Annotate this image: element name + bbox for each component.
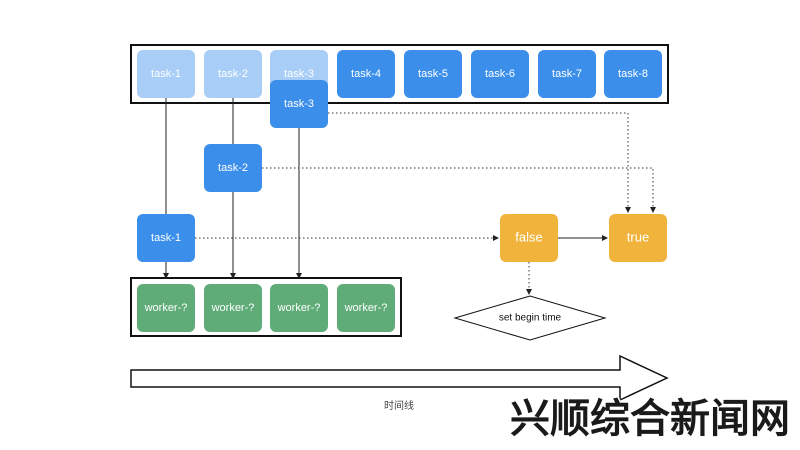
queue-task: task-5 [404,50,462,98]
timeline-arrow [130,354,669,402]
worker-label: worker-? [211,302,255,314]
dispatched-task-1-label: task-1 [151,232,181,244]
dispatched-task-3: task-3 [270,80,328,128]
decision-label: set begin time [499,313,562,324]
worker-box: worker-? [337,284,395,332]
queue-task-label: task-5 [418,68,448,80]
dotted-task-3-to-true [328,112,631,213]
dispatched-task-2: task-2 [204,144,262,192]
queue-task-label: task-4 [351,68,381,80]
queue-task: task-6 [471,50,529,98]
state-true: true [609,214,667,262]
state-false-label: false [515,229,542,244]
worker-box: worker-? [137,284,195,332]
queue-task-label: task-7 [552,68,582,80]
queue-task-label: task-8 [618,68,648,80]
timeline-label: 时间线 [384,399,414,412]
queue-task: task-2 [204,50,262,98]
queue-task-label: task-3 [284,68,314,80]
state-false: false [500,214,558,262]
queue-task-label: task-6 [485,68,515,80]
queue-task-label: task-1 [151,68,181,80]
queue-task: task-4 [337,50,395,98]
watermark: 兴顺综合新闻网 [510,396,790,442]
queue-task-label: task-2 [218,68,248,80]
dotted-task-2-to-true [262,167,656,213]
worker-label: worker-? [344,302,388,314]
dispatched-task-3-label: task-3 [284,98,314,110]
worker-box: worker-? [204,284,262,332]
dispatched-task-2-label: task-2 [218,162,248,174]
state-true-label: true [627,229,649,244]
worker-label: worker-? [144,302,188,314]
worker-pool-container [130,277,402,337]
worker-label: worker-? [277,302,321,314]
decision-diamond: set begin time [453,295,607,341]
queue-task: task-8 [604,50,662,98]
queue-task: task-7 [538,50,596,98]
worker-box: worker-? [270,284,328,332]
task-queue-container [130,44,669,104]
dispatched-task-1: task-1 [137,214,195,262]
queue-task: task-1 [137,50,195,98]
